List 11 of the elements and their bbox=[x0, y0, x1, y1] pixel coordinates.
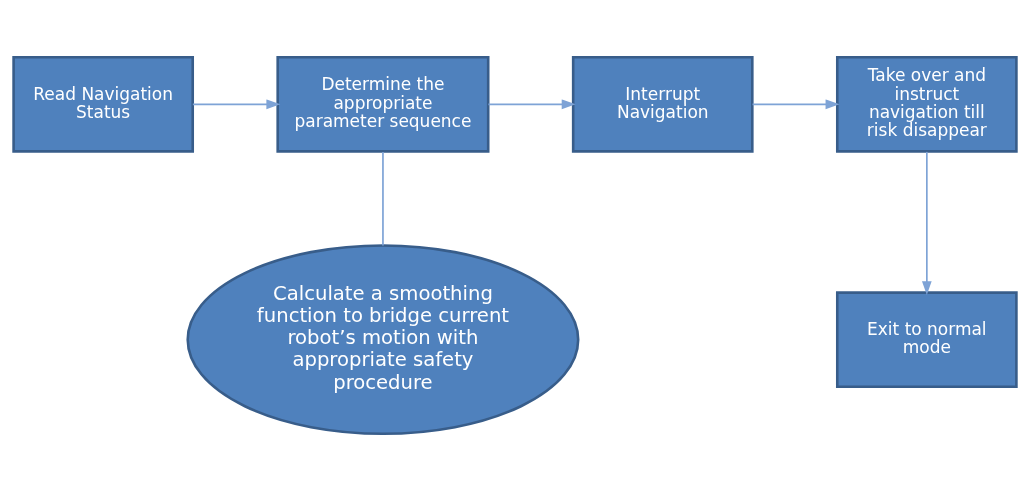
connector bbox=[382, 150, 384, 246]
arrow bbox=[751, 98, 840, 109]
arrow bbox=[192, 98, 281, 109]
node-ellipse: Calculate a smoothing function to bridge current robot’s motion with appropriate safety procedure bbox=[186, 243, 580, 435]
node-box: Exit to normal mode bbox=[835, 290, 1018, 388]
arrow bbox=[922, 150, 932, 295]
node-box: Determine the appropriate parameter sequence bbox=[276, 55, 490, 153]
arrow bbox=[487, 98, 576, 109]
node-box: Take over and instruct navigation till risk disappear bbox=[835, 55, 1018, 153]
node-box: Read Navigation Status bbox=[12, 55, 195, 153]
node-box: Interrupt Navigation bbox=[571, 55, 754, 153]
